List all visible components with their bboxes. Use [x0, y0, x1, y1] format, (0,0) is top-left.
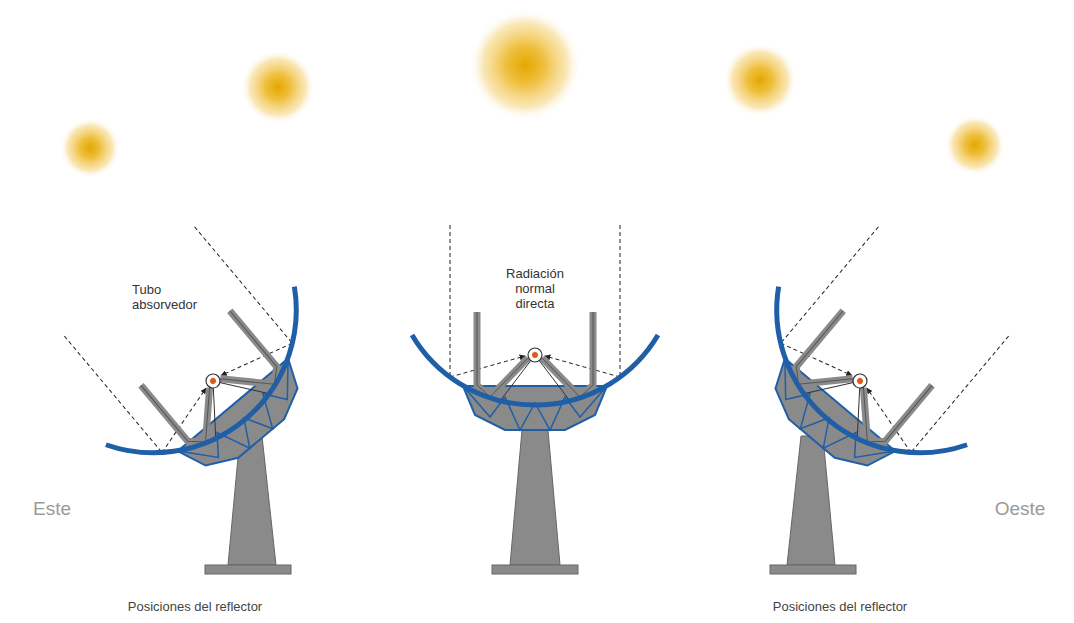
sun [945, 115, 1005, 175]
sun [241, 50, 315, 124]
sun [60, 118, 120, 178]
pylon-base [205, 565, 291, 574]
pylon [510, 430, 560, 565]
reflector [718, 202, 1038, 517]
part-label: Radiación normal directa [493, 266, 577, 313]
caption-label: Posiciones del reflector [128, 600, 262, 615]
pylon-base [770, 565, 856, 574]
pylon [787, 436, 835, 565]
part-label: Tubo absorvedor [130, 282, 206, 314]
reflector [412, 225, 658, 430]
caption-label: Posiciones del reflector [773, 600, 907, 615]
direction-label: Este [33, 498, 71, 520]
reflector [35, 202, 355, 517]
sun [723, 43, 797, 117]
sun [469, 9, 581, 121]
direction-label: Oeste [995, 498, 1046, 520]
pylon-base [492, 565, 578, 574]
